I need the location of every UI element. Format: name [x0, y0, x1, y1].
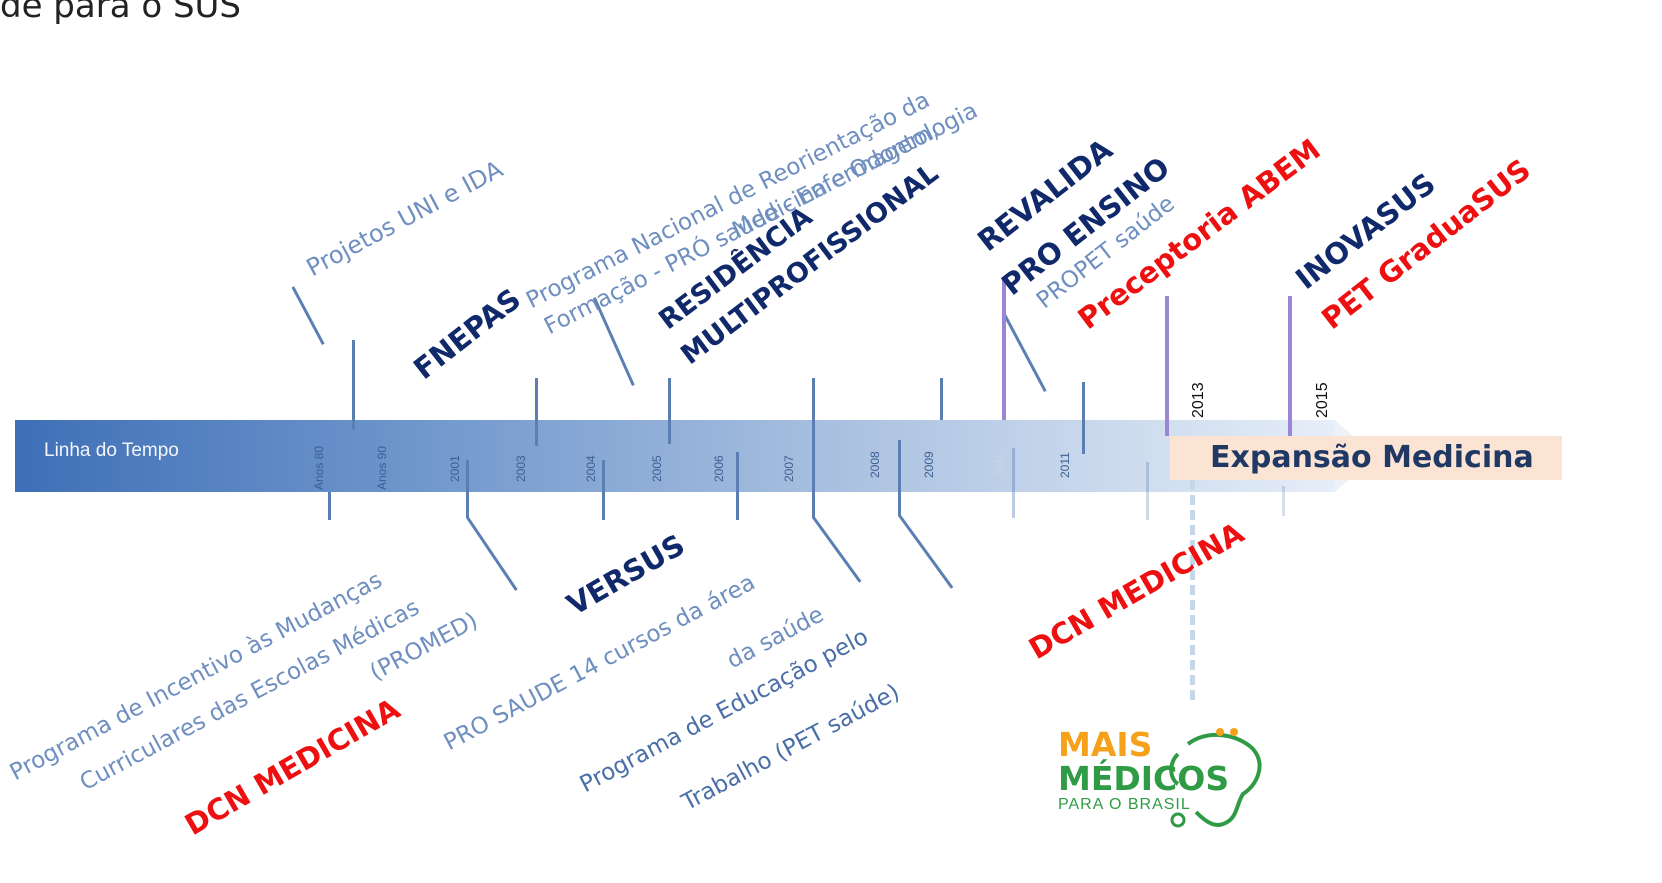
year-label: 2010: [992, 451, 1006, 478]
event-pet-saude-line2: Trabalho (PET saúde): [677, 679, 905, 816]
connector-line: [1282, 486, 1285, 516]
mais-medicos-logo: MAIS MÉDICOS PARA O BRASIL: [1058, 725, 1262, 828]
year-label: 2009: [922, 451, 936, 478]
connector-line: [898, 514, 954, 589]
connector-line: [940, 378, 943, 420]
connector-line: [736, 452, 739, 520]
year-label-2015: 2015: [1314, 382, 1331, 418]
timeline-bar: [15, 420, 1335, 492]
year-label: Anos 90: [375, 445, 389, 490]
year-label-2013: 2013: [1190, 382, 1207, 418]
timeline-label: Linha do Tempo: [44, 440, 179, 461]
year-label: 2005: [650, 455, 664, 482]
logo-para-text: PARA O BRASIL: [1058, 796, 1191, 813]
connector-line: [1001, 311, 1047, 392]
expansion-label: Expansão Medicina: [1210, 440, 1534, 475]
year-label: 2001: [448, 455, 462, 482]
logo-mais-text: MAIS: [1058, 725, 1153, 764]
connector-line: [1012, 448, 1015, 518]
connector-line: [602, 460, 605, 520]
connector-line: [466, 460, 469, 518]
dashed-connector: [1190, 480, 1195, 700]
connector-line-revalida: [1002, 280, 1006, 420]
year-label: 2011: [1058, 452, 1072, 478]
year-label: Anos 80: [312, 445, 326, 490]
connector-line-2015: [1288, 296, 1292, 436]
connector-line: [1146, 462, 1149, 520]
logo-medicos-text: MÉDICOS: [1058, 759, 1230, 798]
connector-line: [466, 516, 518, 591]
connector-line-2013: [1165, 296, 1169, 436]
event-dcn-medicina-2014: DCN MEDICINA: [1023, 515, 1250, 666]
page-title: de para o SUS: [0, 0, 242, 26]
brazil-map-icon: [1169, 728, 1262, 828]
year-label: 2008: [868, 451, 882, 478]
year-label: 2007: [782, 455, 796, 482]
year-label: 2003: [514, 455, 528, 482]
year-label: 2004: [584, 455, 598, 482]
year-label: 2006: [712, 455, 726, 482]
event-uni-ida: Projetos UNI e IDA: [301, 154, 508, 282]
connector-line: [812, 516, 862, 583]
connector-line: [535, 378, 538, 446]
event-versus: VERSUS: [561, 527, 691, 622]
connector-line: [352, 340, 355, 430]
connector-line: [898, 440, 901, 516]
connector-line: [1082, 382, 1085, 454]
event-fnepas: FNEPAS: [407, 281, 528, 386]
connector-line: [812, 378, 815, 518]
connector-line: [328, 492, 331, 520]
event-promed-line2: Curriculares das Escolas Médicas: [75, 594, 424, 796]
connector-line: [668, 378, 671, 444]
connector-line: [291, 286, 325, 345]
expansion-band: [1170, 436, 1562, 480]
